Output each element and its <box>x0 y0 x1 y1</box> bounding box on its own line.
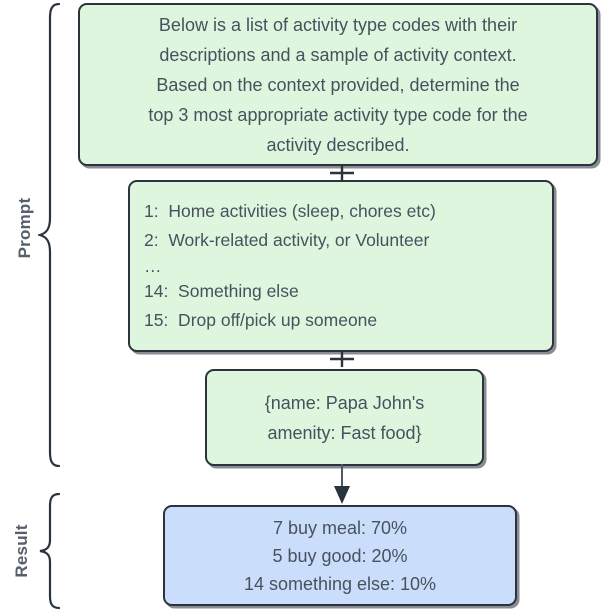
result-brace <box>38 492 62 615</box>
code-list-item: 14: Something else <box>144 281 299 301</box>
prompt-context-text: {name: Papa John's amenity: Fast food} <box>207 388 482 448</box>
code-list-ellipsis: … <box>144 256 162 276</box>
code-list-item: 2: Work-related activity, or Volunteer <box>144 230 430 250</box>
text-line: amenity: Fast food} <box>267 422 422 443</box>
prompt-instruction-box: Below is a list of activity type codes w… <box>78 3 598 166</box>
result-box: 7 buy meal: 70% 5 buy good: 20% 14 somet… <box>163 505 517 606</box>
result-item: 5 buy good: 20% <box>272 545 408 566</box>
text-line: activity described. <box>266 134 410 155</box>
text-line: Below is a list of activity type codes w… <box>158 14 518 35</box>
result-item: 14 something else: 10% <box>243 573 437 594</box>
code-list-item: 15: Drop off/pick up someone <box>144 310 378 330</box>
text-line: Based on the context provided, determine… <box>156 74 520 95</box>
arrow-down-icon <box>330 464 354 511</box>
section-label-result: Result <box>12 524 31 578</box>
prompt-code-list-text: 1: Home activities (sleep, chores etc) 2… <box>130 197 552 335</box>
text-line: {name: Papa John's <box>264 392 425 413</box>
prompt-context-box: {name: Papa John's amenity: Fast food} <box>205 369 484 466</box>
text-line: descriptions and a sample of activity co… <box>159 44 517 65</box>
code-list-item: 1: Home activities (sleep, chores etc) <box>144 201 436 221</box>
prompt-instruction-text: Below is a list of activity type codes w… <box>80 10 596 160</box>
section-label-prompt: Prompt <box>15 197 34 259</box>
result-text: 7 buy meal: 70% 5 buy good: 20% 14 somet… <box>165 514 515 598</box>
prompt-code-list-box: 1: Home activities (sleep, chores etc) 2… <box>128 180 554 352</box>
text-line: top 3 most appropriate activity type cod… <box>148 104 528 125</box>
result-item: 7 buy meal: 70% <box>272 517 408 538</box>
prompt-brace <box>36 2 62 473</box>
